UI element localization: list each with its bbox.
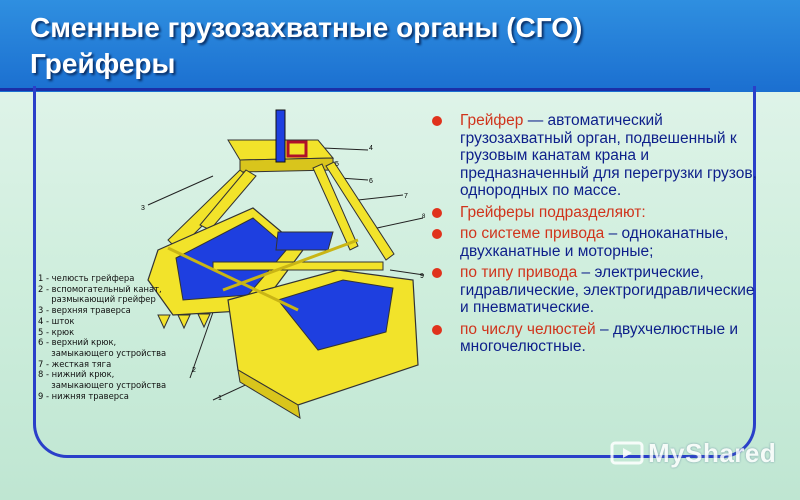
bullet-item: по системе привода – одноканатные, двухк… — [428, 225, 758, 260]
legend-line: замыкающего устройства — [38, 347, 167, 358]
legend-line: 6 - верхний крюк, — [38, 337, 117, 348]
callout-7: 7 — [404, 193, 408, 200]
bullet-highlight: Грейферы подразделяют: — [460, 203, 646, 221]
bullet-item: по типу привода – электрические, гидравл… — [428, 264, 758, 317]
callout-5: 5 — [335, 161, 339, 168]
legend-line: 9 - нижняя траверса — [38, 390, 129, 401]
callout-4: 4 — [369, 145, 373, 152]
title-bar: Сменные грузозахватные органы (СГО) Грей… — [0, 0, 800, 92]
bullet-text: – одноканатные, двухканатные и моторные; — [460, 225, 729, 260]
bullet-text: – двухчелюстные и многочелюстные. — [460, 320, 739, 356]
callout-3: 3 — [141, 205, 145, 212]
bullet-item: Грейферы подразделяют: — [428, 204, 758, 222]
legend-line: 7 - жесткая тяга — [38, 358, 112, 369]
title-underline — [0, 88, 710, 91]
grab-diagram: 1 2 3 4 5 6 7 8 9 — [141, 109, 426, 419]
myshared-logo-icon — [610, 441, 644, 464]
diagram-legend: 1 - челюсть грейфера 2 - вспомогательный… — [38, 273, 188, 401]
bullet-item: Грейфер — автоматический грузозахватный … — [428, 112, 758, 200]
legend-line: замыкающего устройства — [38, 380, 167, 391]
legend-line: 3 - верхняя траверса — [38, 305, 131, 316]
callout-1: 1 — [218, 395, 222, 402]
bullet-dot-icon — [432, 116, 442, 126]
content-frame — [33, 86, 756, 458]
legend-line: 8 - нижний крюк, — [38, 369, 115, 380]
legend-line: 4 - шток — [38, 315, 75, 326]
bullet-text: — автоматический грузозахватный орган, п… — [460, 112, 757, 199]
bullet-highlight: по системе привода — [460, 225, 605, 242]
legend-line: 2 - вспомогательный канат, — [38, 283, 162, 294]
bullet-dot-icon — [432, 207, 442, 218]
bullet-dot-icon — [432, 268, 442, 278]
bullet-text: – электрические, гидравлические, электро… — [460, 264, 755, 316]
bullet-highlight: по числу челюстей — [460, 320, 596, 338]
bullet-dot-icon — [432, 229, 442, 239]
bullet-highlight: по типу привода — [460, 264, 578, 281]
bullet-highlight: Грейфер — [460, 112, 524, 129]
callout-6: 6 — [369, 178, 373, 185]
legend-line: 1 - челюсть грейфера — [38, 273, 135, 283]
watermark: MyShared — [610, 438, 776, 469]
callout-9: 9 — [420, 273, 424, 280]
legend-line: 5 - крюк — [38, 326, 75, 337]
watermark-text: MyShared — [648, 438, 777, 468]
slide-title: Сменные грузозахватные органы (СГО) Грей… — [30, 12, 583, 79]
callout-2: 2 — [192, 367, 196, 374]
bullet-dot-icon — [432, 324, 442, 335]
bullet-list: Грейфер — автоматический грузозахватный … — [428, 112, 758, 360]
legend-line: размыкающий грейфер — [38, 294, 156, 305]
callout-8: 8 — [422, 214, 426, 220]
bullet-item: по числу челюстей – двухчелюстные и мног… — [428, 321, 758, 356]
